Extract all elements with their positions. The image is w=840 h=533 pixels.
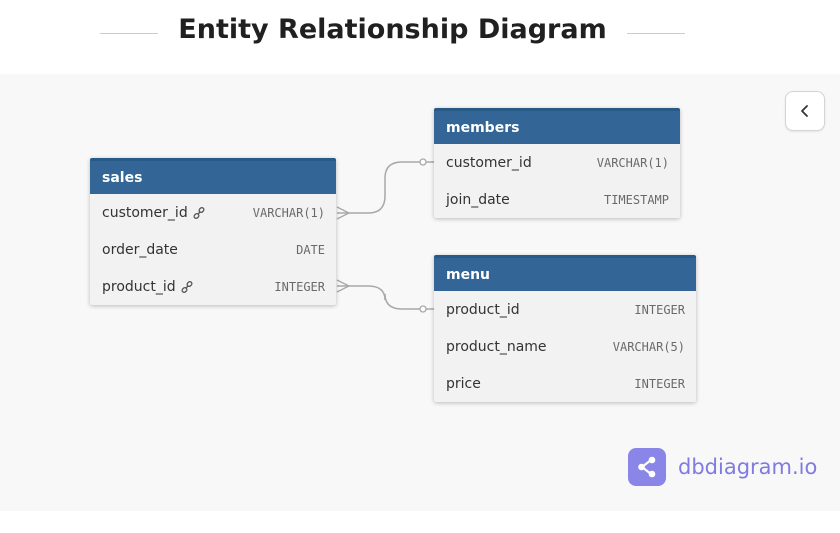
table-members[interactable]: members customer_id VARCHAR(1) join_date… — [434, 108, 680, 218]
field-name: product_id — [446, 301, 520, 318]
table-sales[interactable]: sales customer_id VARCHAR(1) order_date … — [90, 158, 336, 305]
diagram-header: Entity Relationship Diagram — [0, 0, 840, 74]
field-row-product-id[interactable]: product_id INTEGER — [434, 291, 696, 328]
field-name: customer_id — [102, 205, 205, 221]
title-rule-left — [100, 33, 158, 34]
table-header-sales[interactable]: sales — [90, 158, 336, 194]
field-row-product-name[interactable]: product_name VARCHAR(5) — [434, 328, 696, 365]
field-name: product_name — [446, 338, 547, 355]
page-title: Entity Relationship Diagram — [178, 14, 607, 45]
link-icon — [181, 280, 193, 293]
relationship-line-product-id[interactable] — [337, 285, 434, 310]
field-name: price — [446, 375, 481, 392]
field-type: INTEGER — [634, 376, 685, 391]
field-row-price[interactable]: price INTEGER — [434, 365, 696, 402]
field-name: product_id — [102, 279, 193, 295]
field-type: TIMESTAMP — [603, 192, 669, 207]
field-row-customer-id[interactable]: customer_id VARCHAR(1) — [434, 144, 680, 181]
crowfoot-many-icon — [336, 279, 351, 293]
field-name: customer_id — [446, 154, 532, 171]
field-type: VARCHAR(1) — [252, 205, 325, 220]
table-menu[interactable]: menu product_id INTEGER product_name VAR… — [434, 255, 696, 402]
field-row-customer-id[interactable]: customer_id VARCHAR(1) — [90, 194, 336, 231]
field-row-product-id[interactable]: product_id INTEGER — [90, 268, 336, 305]
title-rule-right — [627, 33, 685, 34]
share-icon — [628, 448, 666, 486]
field-type: INTEGER — [634, 302, 685, 317]
table-header-menu[interactable]: menu — [434, 255, 696, 291]
one-end-marker-icon — [419, 158, 427, 166]
field-type: INTEGER — [274, 279, 325, 294]
collapse-panel-button[interactable] — [785, 91, 825, 131]
field-name: order_date — [102, 241, 178, 258]
field-type: VARCHAR(5) — [612, 339, 685, 354]
one-end-marker-icon — [419, 305, 427, 313]
table-header-members[interactable]: members — [434, 108, 680, 144]
field-row-join-date[interactable]: join_date TIMESTAMP — [434, 181, 680, 218]
field-type: VARCHAR(1) — [596, 155, 669, 170]
link-icon — [193, 206, 205, 219]
field-row-order-date[interactable]: order_date DATE — [90, 231, 336, 268]
diagram-canvas[interactable]: sales customer_id VARCHAR(1) order_date … — [0, 74, 840, 511]
dbdiagram-brand[interactable]: dbdiagram.io — [628, 448, 817, 486]
relationship-line-customer-id[interactable] — [337, 161, 434, 214]
crowfoot-many-icon — [336, 206, 351, 220]
relationship-connectors — [336, 158, 434, 313]
field-name: join_date — [446, 191, 510, 208]
brand-name: dbdiagram.io — [678, 455, 818, 479]
chevron-left-icon — [801, 105, 808, 117]
field-type: DATE — [296, 242, 325, 257]
